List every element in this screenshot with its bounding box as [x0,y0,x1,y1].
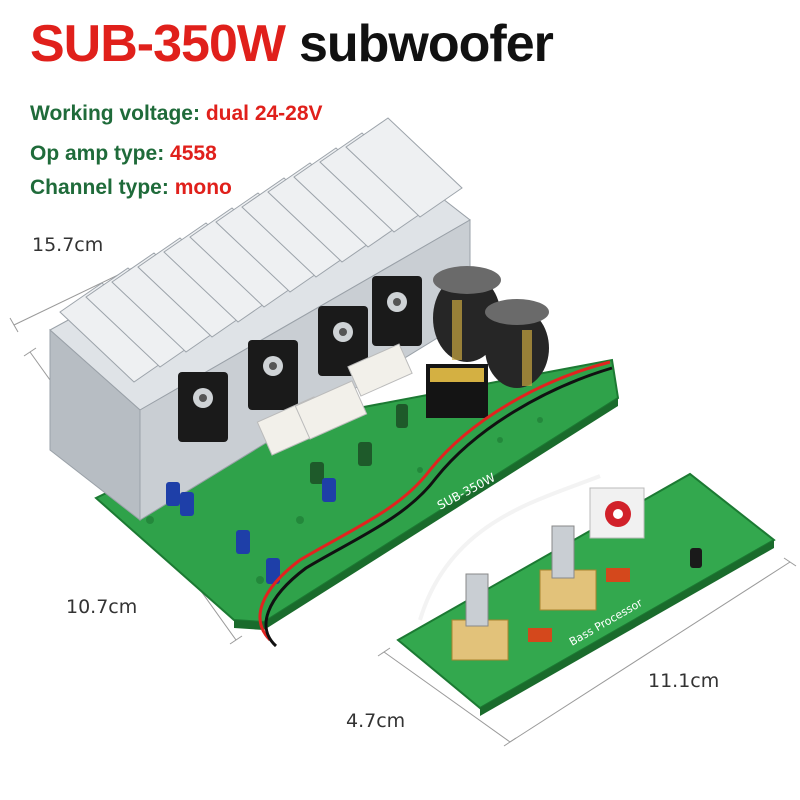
speaker-wires [258,360,613,648]
film-capacitor [606,568,630,582]
transistor [372,276,422,346]
dimension-main-length: 15.7cm [32,234,104,256]
potentiometer [539,525,597,611]
spec-value: dual 24-28V [205,102,323,125]
filter-capacitors [433,266,549,388]
signal-cable [418,474,601,621]
dimension-pre-length: 11.1cm [648,670,720,692]
power-transistors [178,276,422,442]
spec-value: mono [174,176,232,199]
film-capacitor [528,628,552,642]
heatsink [49,117,471,522]
potentiometer [451,573,509,661]
transistor [178,372,228,442]
transistor [318,306,368,376]
spec-working-voltage: Working voltage: dual 24-28V [30,102,323,126]
small-capacitors [166,404,408,584]
relay [426,364,488,418]
spec-op-amp: Op amp type: 4558 [30,142,217,166]
dimension-pre-width: 4.7cm [346,710,406,732]
power-resistors [256,343,413,456]
small-capacitor [690,548,702,568]
spec-key: Channel type: [30,176,169,199]
transistor [248,340,298,410]
model-name: SUB-350W [30,15,286,73]
spec-value: 4558 [170,142,217,165]
dimension-main-width: 10.7cm [66,596,138,618]
preamp-board: Bass Processor [396,472,776,716]
rca-jack [589,487,645,539]
spec-channel: Channel type: mono [30,176,232,200]
spec-key: Working voltage: [30,102,200,125]
product-kind: subwoofer [298,15,554,73]
spec-key: Op amp type: [30,142,165,165]
